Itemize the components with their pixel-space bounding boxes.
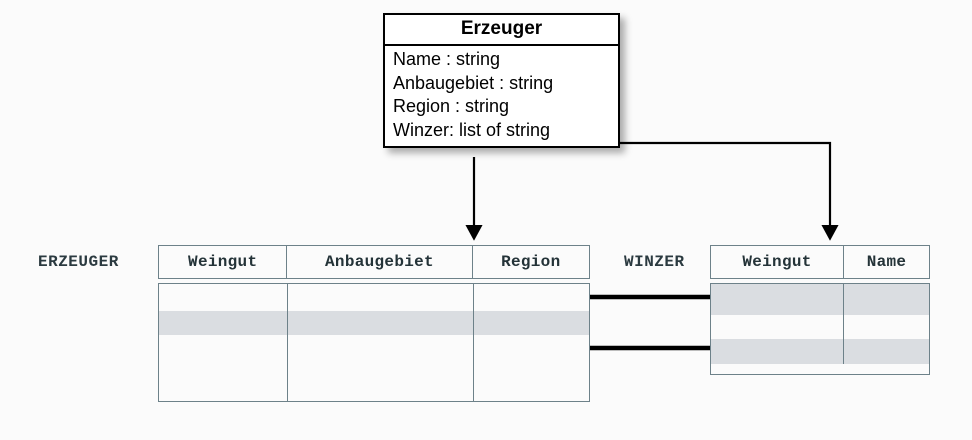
- relation-name-winzer: WINZER: [624, 253, 685, 271]
- table-row[interactable]: [159, 335, 589, 368]
- table-cell[interactable]: [159, 311, 288, 335]
- uml-attribute: Name : string: [393, 48, 501, 69]
- table-cell[interactable]: [159, 368, 288, 401]
- table-cell[interactable]: [159, 335, 288, 368]
- table-cell[interactable]: [844, 315, 929, 339]
- table-header-winzer: Weingut Name: [710, 245, 930, 279]
- table-body-winzer: [710, 283, 930, 375]
- table-body-erzeuger: [158, 283, 590, 402]
- table-row[interactable]: [159, 368, 589, 401]
- table-cell[interactable]: [711, 284, 844, 315]
- table-row[interactable]: [159, 311, 589, 335]
- column-header-name: Name: [866, 253, 907, 271]
- column-header-weingut: Weingut: [711, 246, 844, 278]
- table-row[interactable]: [711, 284, 929, 315]
- table-cell[interactable]: [288, 335, 474, 368]
- table-cell[interactable]: [474, 368, 589, 401]
- table-cell[interactable]: [159, 284, 288, 311]
- table-cell[interactable]: [474, 284, 589, 311]
- column-header-region: Region: [501, 253, 561, 271]
- table-row[interactable]: [711, 315, 929, 339]
- table-cell[interactable]: [474, 335, 589, 368]
- table-cell[interactable]: [711, 315, 844, 339]
- table-header-erzeuger: Weingut Anbaugebiet Region: [158, 245, 590, 279]
- uml-attribute-list: Name : string Anbaugebiet : string Regio…: [385, 46, 618, 146]
- column-header-weingut: Weingut: [159, 246, 288, 278]
- uml-class-name: Erzeuger: [385, 15, 618, 46]
- uml-attribute: Anbaugebiet : string: [393, 72, 554, 93]
- table-cell[interactable]: [288, 284, 474, 311]
- uml-attribute: Region : string: [393, 96, 510, 117]
- arrow-uml-winzer-to-winzer-table: [604, 141, 839, 241]
- table-cell[interactable]: [711, 339, 844, 364]
- column-header-anbaugebiet: Anbaugebiet: [287, 246, 473, 278]
- table-cell[interactable]: [288, 368, 474, 401]
- table-row[interactable]: [711, 339, 929, 364]
- relation-name-erzeuger: ERZEUGER: [38, 253, 119, 271]
- table-row[interactable]: [159, 284, 589, 311]
- table-cell[interactable]: [474, 311, 589, 335]
- table-cell[interactable]: [844, 339, 929, 364]
- table-cell[interactable]: [844, 284, 929, 315]
- table-cell[interactable]: [288, 311, 474, 335]
- uml-class-box: Erzeuger Name : string Anbaugebiet : str…: [383, 13, 620, 148]
- uml-attribute: Winzer: list of string: [393, 120, 551, 141]
